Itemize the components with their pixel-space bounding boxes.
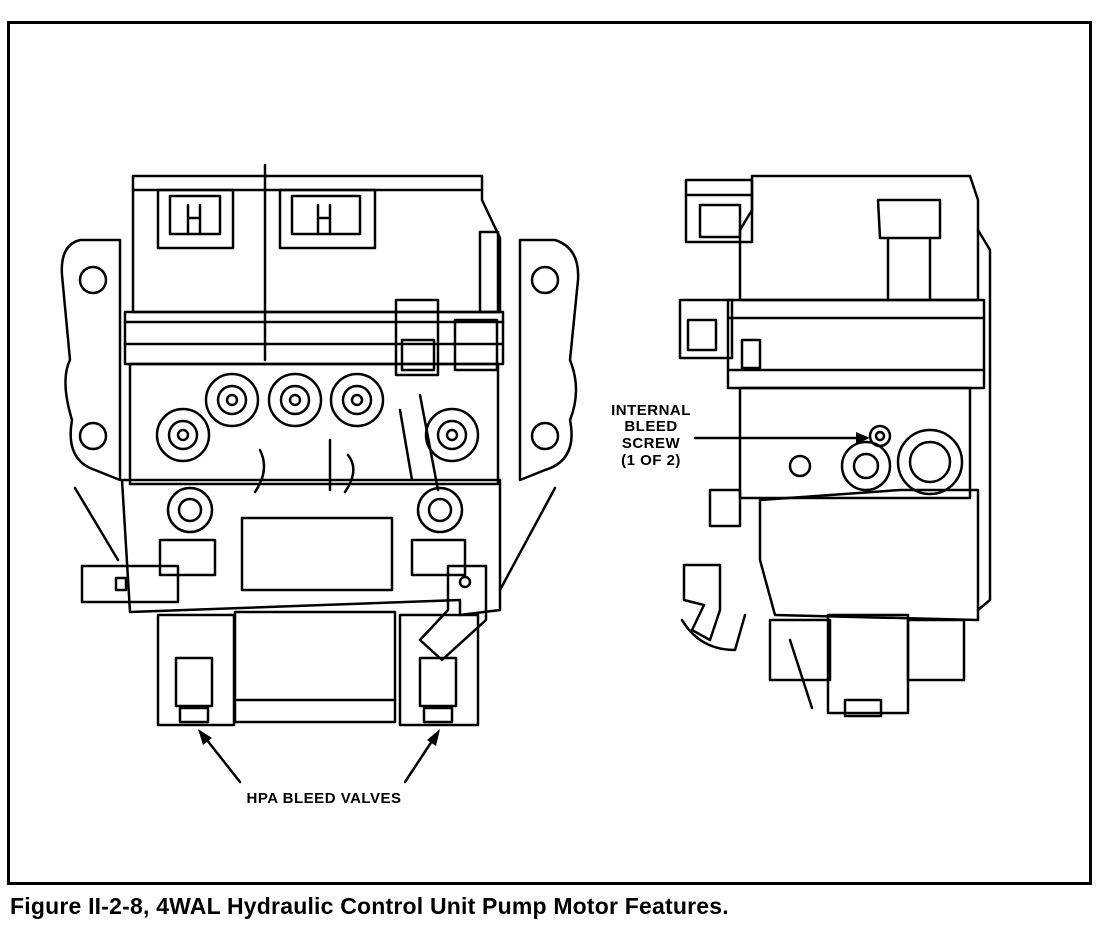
left-clip	[80, 564, 180, 604]
internal-bleed-line4: (1 OF 2)	[621, 452, 681, 469]
front-view-unit	[60, 163, 580, 727]
side-band	[726, 298, 986, 390]
figure-caption: Figure II-2-8, 4WAL Hydraulic Control Un…	[10, 893, 729, 919]
leader-hpa-right	[403, 733, 438, 784]
internal-bleed-line1: INTERNAL	[611, 402, 691, 419]
internal-bleed-line2: BLEED	[624, 418, 677, 435]
pump-motor	[233, 610, 397, 724]
hpa-valve-right	[398, 613, 480, 727]
arrowhead	[856, 432, 870, 444]
valve-band	[123, 310, 505, 366]
right-clip	[418, 564, 488, 662]
figure-frame	[7, 21, 1092, 885]
label-hpa-bleed-valves: HPA BLEED VALVES	[198, 729, 440, 807]
hpa-bleed-valves-text: HPA BLEED VALVES	[247, 790, 402, 807]
electrical-connector	[394, 298, 440, 377]
connector-right	[278, 188, 377, 250]
connector-left	[156, 188, 235, 250]
solenoid-valves	[155, 372, 480, 463]
bracket-window	[240, 516, 394, 592]
side-view-unit	[678, 174, 992, 718]
side-bracket	[758, 488, 980, 622]
leader-hpa-left	[201, 733, 242, 784]
label-internal-bleed-screw: INTERNAL BLEED SCREW (1 OF 2)	[611, 402, 870, 469]
hpa-valve-left	[156, 613, 236, 727]
internal-bleed-line3: SCREW	[622, 435, 681, 452]
side-pump-motor	[826, 613, 910, 715]
flange-hole	[78, 265, 108, 295]
side-connector-top	[684, 178, 754, 244]
side-top-housing	[738, 174, 980, 302]
side-clip	[682, 563, 722, 642]
arrowhead	[198, 729, 212, 745]
side-valve-body	[738, 386, 972, 500]
valve-body	[128, 362, 500, 486]
mounting-flange	[60, 238, 122, 482]
arrowhead	[427, 729, 440, 746]
side-connector-mid	[678, 298, 734, 360]
